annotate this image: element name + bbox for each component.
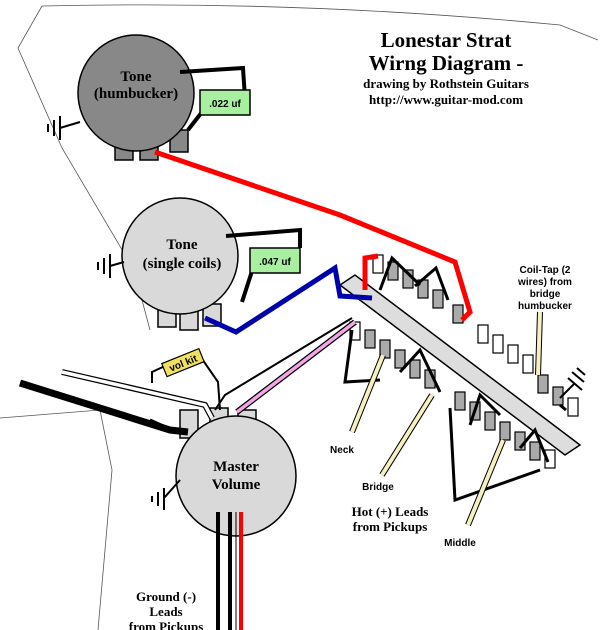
ground-symbol: [47, 116, 81, 140]
coil-tap-label-1: Coil-Tap (2: [520, 265, 571, 276]
switch-lug: [452, 304, 464, 324]
capacitor: [199, 89, 251, 116]
signal-wire: [214, 317, 353, 411]
hot-leads-label-1: Hot (+) Leads: [352, 504, 429, 519]
tone-single-coils-pot: Tone (single coils): [121, 197, 239, 331]
switch-lug: [432, 289, 444, 309]
switch-lug: [544, 449, 556, 469]
cap-wire: [225, 227, 302, 248]
blue-wire: [203, 263, 373, 335]
output-wire-white: [61, 370, 214, 419]
switch-lug: [484, 411, 496, 431]
title-credit: drawing by Rothstein Guitars: [363, 76, 529, 91]
red-wire-switch: [362, 253, 379, 290]
switch-lugs-bottom: [349, 321, 556, 469]
master-volume-pot: Master Volume: [175, 407, 297, 537]
neck-lead: [350, 354, 385, 433]
pot-body: [77, 34, 195, 152]
switch-lug: [454, 391, 466, 411]
ground-leads-label-3: from Pickups: [129, 619, 204, 630]
pot-sublabel: (single coils): [143, 256, 222, 272]
switch-jumper: [378, 255, 422, 291]
vol-kit-wire: [199, 355, 221, 411]
hot-leads-label-2: from Pickups: [353, 519, 428, 534]
tone-humbucker-pot: Tone (humbucker): [77, 34, 195, 161]
capacitor-value: .047 uf: [259, 257, 291, 268]
switch-lug: [537, 374, 549, 394]
switch-lug: [522, 354, 534, 374]
switch-jumper: [414, 265, 450, 301]
title-line1: Lonestar Strat: [381, 28, 512, 52]
switch-lug: [394, 349, 406, 369]
title-line2: Wirng Diagram -: [369, 51, 524, 75]
capacitor: [249, 247, 301, 274]
pot-label: Tone: [120, 69, 151, 85]
switch-lug: [409, 359, 421, 379]
switch-lug: [364, 329, 376, 349]
ground-symbol: [559, 367, 586, 399]
switch-lug: [372, 254, 384, 274]
switch-jumper: [343, 329, 381, 384]
switch-jumper: [518, 427, 550, 463]
pot-label: Master: [213, 459, 259, 475]
middle-label: Middle: [444, 538, 476, 549]
ground-symbol: [97, 254, 125, 278]
pickup-selector-switch: [338, 254, 582, 503]
capacitor-value: .022 uf: [209, 99, 241, 110]
switch-lug: [567, 397, 579, 417]
bridge-label: Bridge: [362, 482, 394, 493]
pot-sublabel: (humbucker): [94, 86, 178, 102]
vol-kit: vol kit: [160, 347, 205, 378]
neck-label: Neck: [330, 445, 354, 456]
pickup-hot-leads: [349, 311, 543, 527]
vol-kit-wire: [151, 365, 166, 383]
cap-wire: [179, 65, 247, 99]
title-url: http://www.guitar-mod.com: [369, 92, 523, 107]
ground-symbol: [151, 479, 181, 510]
switch-lug: [529, 441, 541, 461]
coil-tap-label-4: humbucker: [518, 301, 572, 312]
lug-wire: [149, 418, 169, 430]
coil-tap-label-3: bridge: [530, 289, 561, 300]
switch-lug: [492, 334, 504, 354]
middle-lead: [466, 439, 505, 526]
bridge-lead: [380, 393, 434, 477]
switch-jumper: [559, 403, 567, 412]
coil-tap-lead: [536, 311, 542, 376]
switch-lugs-top: [372, 254, 579, 417]
pot-body: [121, 197, 239, 315]
switch-lug: [507, 344, 519, 364]
pink-wire: [235, 320, 357, 414]
switch-jumper: [448, 407, 541, 503]
switch-jumper: [398, 347, 442, 393]
switch-lug: [477, 324, 489, 344]
switch-body: [338, 274, 582, 456]
output-wire: [18, 379, 189, 436]
red-wire: [154, 149, 473, 322]
coil-tap-label-2: wires) from: [517, 277, 572, 288]
switch-lug: [499, 421, 511, 441]
ground-leads-label-2: Leads: [149, 604, 182, 619]
vol-kit-body: [160, 347, 205, 378]
pot-label: Tone: [166, 237, 197, 253]
ground-leads-label-1: Ground (-): [136, 589, 196, 604]
switch-jumper: [468, 392, 502, 426]
pot-sublabel: Volume: [212, 477, 261, 493]
